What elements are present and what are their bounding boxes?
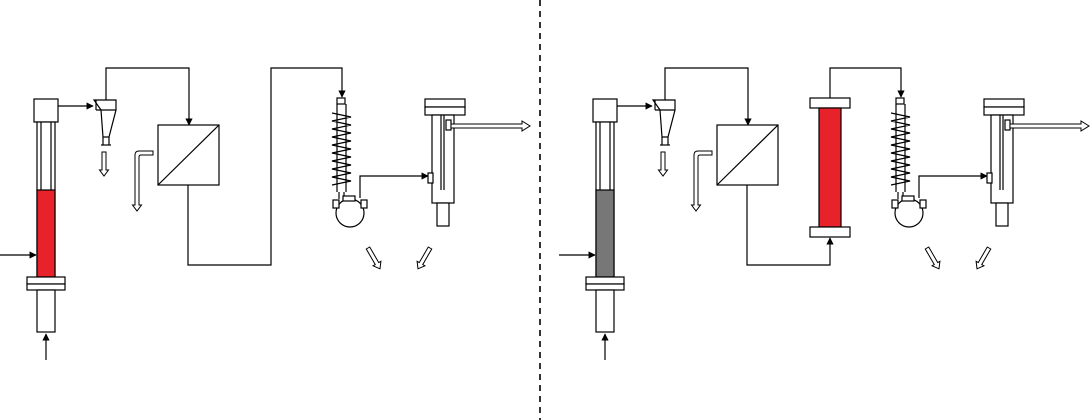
catalyst-bed-fill [818, 107, 842, 228]
fluidized-bed-reactor [0, 98, 66, 360]
filter-to-catalytic-reactor-line [746, 185, 834, 266]
hot-gas-filter [716, 124, 779, 186]
coil-condenser [890, 97, 911, 199]
filter-bypass-hook-arrow [131, 150, 154, 212]
flask-to-esp-line [359, 172, 429, 198]
bio-oil-product-arrows [922, 245, 994, 272]
fluidized-bed-reactor [559, 98, 625, 360]
bio-oil-product-arrows [363, 245, 435, 272]
flask-to-esp-line [918, 172, 988, 198]
cyclone-to-filter-line [664, 67, 752, 126]
reactor-flange-bottom [585, 283, 625, 291]
filter-to-condenser-line [187, 67, 346, 266]
fixed-bed-catalytic-reactor [809, 97, 851, 238]
catalytic-upgrading-setup-right [559, 67, 1090, 360]
electrostatic-precipitator [424, 98, 466, 227]
catalytic-reactor-to-condenser-line [829, 67, 905, 98]
round-bottom-flask [891, 195, 927, 228]
reactor-bed-fill [36, 189, 56, 278]
reactor-bed-fill [595, 189, 615, 278]
char-out-arrow [99, 151, 109, 177]
coil-condenser [331, 97, 352, 199]
pyrolysis-setup-left [0, 67, 531, 360]
reactor-plenum [36, 289, 56, 333]
reactor-plenum [595, 289, 615, 333]
round-bottom-flask [332, 195, 368, 228]
cyclone-separator [651, 99, 676, 146]
exhaust-gas-arrow [450, 120, 531, 132]
reactor-flange-top [585, 276, 625, 285]
char-out-arrow [658, 151, 668, 177]
reactor-flange-top [26, 276, 66, 285]
filter-bypass-hook-arrow [690, 150, 713, 212]
hot-gas-filter [157, 124, 220, 186]
cyclone-to-filter-line [105, 67, 193, 126]
cyclone-separator [92, 99, 117, 146]
reactor-flange-bottom [26, 283, 66, 291]
reactor-head [33, 98, 59, 123]
exhaust-gas-arrow [1009, 120, 1090, 132]
electrostatic-precipitator [983, 98, 1025, 227]
reactor-head [592, 98, 618, 123]
